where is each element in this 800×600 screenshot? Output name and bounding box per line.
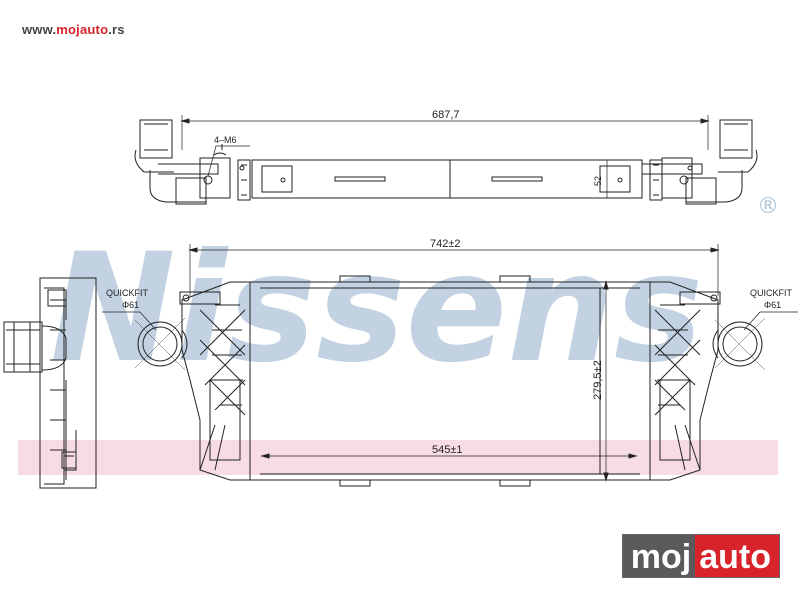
url-prefix: www. xyxy=(22,22,57,37)
pink-band xyxy=(18,440,778,475)
dim-top-length: 687,7 xyxy=(432,109,460,121)
url-brand: mojauto xyxy=(56,22,109,37)
watermark-text: Nissens xyxy=(50,222,703,396)
right-port-dia: Φ61 xyxy=(764,300,781,310)
site-url[interactable]: www.mojauto.rs xyxy=(22,22,125,37)
left-port-label: QUICKFIT xyxy=(106,288,149,298)
watermark-registered: ® xyxy=(757,194,779,219)
dim-top-height: 52 xyxy=(593,176,603,186)
dim-core-width: 742±2 xyxy=(430,238,461,250)
dim-bolts: 4–M6 xyxy=(214,135,237,145)
logo-part-moj: moj xyxy=(622,535,696,577)
side-view xyxy=(3,277,97,489)
url-suffix: .rs xyxy=(108,22,125,37)
logo-part-auto: auto xyxy=(695,535,779,577)
right-port-label: QUICKFIT xyxy=(750,288,793,298)
dim-core-inner: 545±1 xyxy=(432,444,463,456)
left-port-dia: Φ61 xyxy=(122,300,139,310)
front-view xyxy=(102,244,798,487)
dim-core-height: 279,5±2 xyxy=(592,360,604,400)
top-view xyxy=(134,115,758,205)
